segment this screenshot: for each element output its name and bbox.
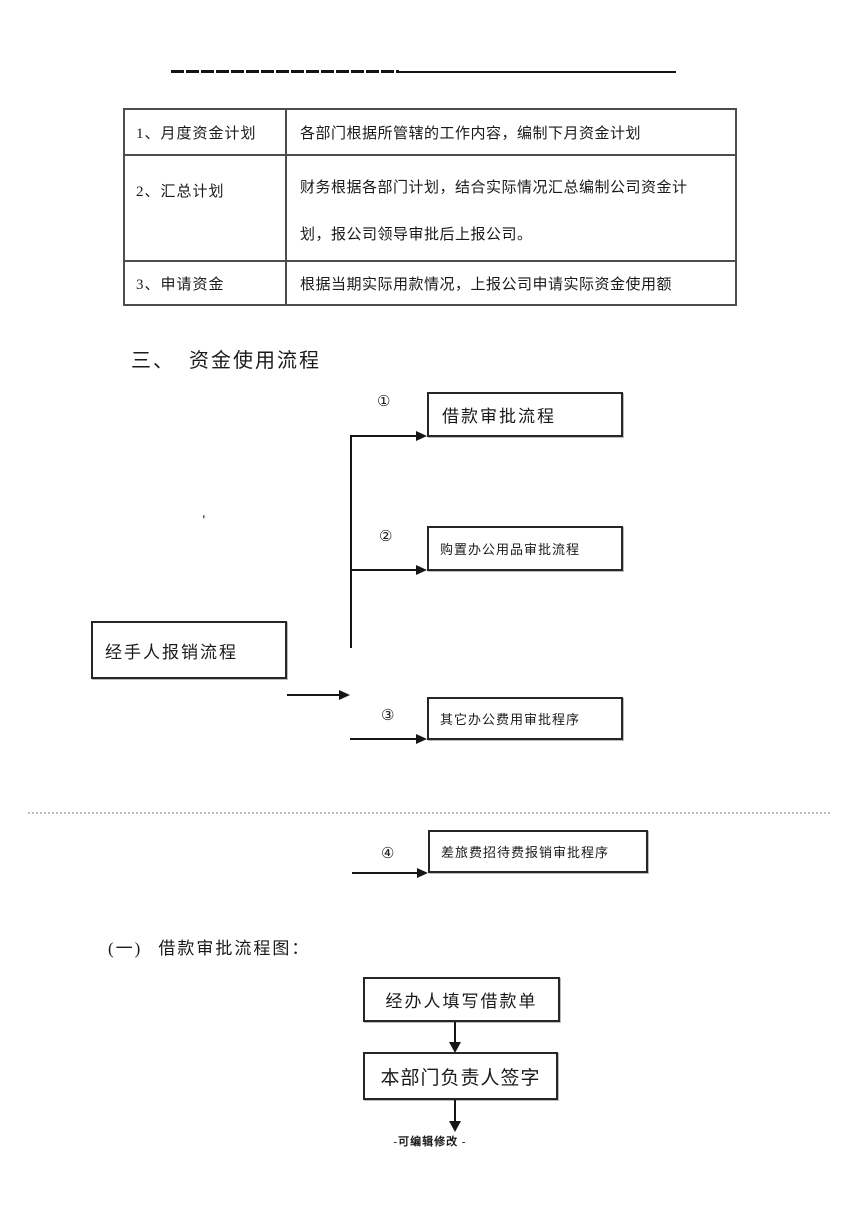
table-cell-text: 财务根据各部门计划，结合实际情况汇总编制公司资金计 划，报公司领导审批后上报公司… <box>285 154 737 262</box>
flow-box-label: 经办人填写借款单 <box>385 992 538 1011</box>
flow-box-other-office-expense: 其它办公费用审批程序 <box>427 697 623 740</box>
flow-box-label: 借款审批流程 <box>442 407 556 426</box>
section-numeral: 三、 <box>131 350 175 372</box>
table-row: 3、申请资金 根据当期实际用款情况，上报公司申请实际资金使用额 <box>123 260 737 306</box>
arrow-right-icon <box>339 690 350 700</box>
flow-box-handler-reimburse: 经手人报销流程 <box>91 621 287 679</box>
flow-box-dept-head-sign: 本部门负责人签字 <box>363 1052 558 1100</box>
circled-number-1: ① <box>377 394 391 410</box>
footer-editable-note: -可编辑修改 - <box>393 1136 467 1148</box>
section-heading: 三、资金使用流程 <box>131 344 321 373</box>
circled-number-3: ③ <box>381 708 395 724</box>
subsection-title: 借款审批流程图： <box>158 939 311 958</box>
arrow-down-icon <box>449 1042 461 1053</box>
connector-vline <box>454 1100 456 1122</box>
table-cell-label: 3、申请资金 <box>123 260 287 306</box>
flow-box-loan-approval: 借款审批流程 <box>427 392 623 437</box>
subsection-heading: (一) 借款审批流程图： <box>108 934 310 959</box>
flow-box-label: 其它办公费用审批程序 <box>440 712 581 727</box>
section-title: 资金使用流程 <box>189 350 321 372</box>
connector-line <box>287 694 340 696</box>
subsection-numeral: (一) <box>108 939 143 958</box>
flow-box-office-supplies: 购置办公用品审批流程 <box>427 526 623 571</box>
table-cell-text: 各部门根据所管辖的工作内容，编制下月资金计划 <box>285 108 737 156</box>
table-cell-label: 2、汇总计划 <box>123 154 287 262</box>
page-break-dotted-line <box>28 812 830 814</box>
flow-box-label: 购置办公用品审批流程 <box>440 542 581 557</box>
flow-box-fill-loan-form: 经办人填写借款单 <box>363 977 560 1022</box>
table-cell-text: 根据当期实际用款情况，上报公司申请实际资金使用额 <box>285 260 737 306</box>
arrow-right-icon <box>416 565 427 575</box>
connector-vline <box>350 435 352 648</box>
table-cell-label: 1、月度资金计划 <box>123 108 287 156</box>
connector-vline <box>454 1022 456 1043</box>
table-cell-line: 财务根据各部门计划，结合实际情况汇总编制公司资金计 <box>300 180 688 196</box>
table-row: 2、汇总计划 财务根据各部门计划，结合实际情况汇总编制公司资金计 划，报公司领导… <box>123 154 737 262</box>
flow-box-label: 本部门负责人签字 <box>380 1067 541 1089</box>
arrow-right-icon <box>416 431 427 441</box>
top-rule-dashed <box>171 70 399 73</box>
table-row: 1、月度资金计划 各部门根据所管辖的工作内容，编制下月资金计划 <box>123 108 737 156</box>
flow-box-label: 差旅费招待费报销审批程序 <box>441 845 610 860</box>
arrow-right-icon <box>417 868 428 878</box>
connector-line <box>350 569 417 571</box>
circled-number-2: ② <box>379 529 393 545</box>
flow-box-label: 经手人报销流程 <box>105 642 238 662</box>
funds-plan-table: 1、月度资金计划 各部门根据所管辖的工作内容，编制下月资金计划 2、汇总计划 财… <box>123 108 737 306</box>
top-rule-solid <box>399 71 676 73</box>
table-cell-line: 划，报公司领导审批后上报公司。 <box>300 227 533 243</box>
circled-number-4: ④ <box>381 846 395 862</box>
connector-line <box>350 738 417 740</box>
arrow-down-icon <box>449 1121 461 1132</box>
arrow-right-icon <box>416 734 427 744</box>
connector-line <box>352 872 418 874</box>
flow-box-travel-entertain-expense: 差旅费招待费报销审批程序 <box>428 830 648 873</box>
connector-line <box>350 435 417 437</box>
stray-mark: ' <box>202 512 206 527</box>
